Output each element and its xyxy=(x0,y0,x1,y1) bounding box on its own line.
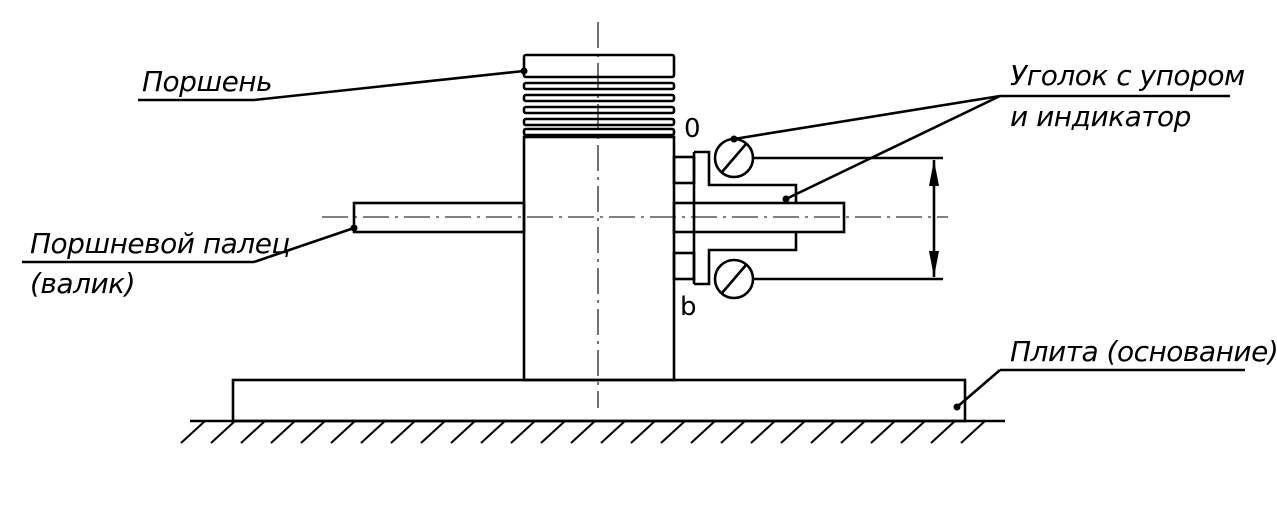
hatch-stroke xyxy=(720,420,746,444)
angle-bracket xyxy=(672,150,798,286)
lower-dial-indicator-icon xyxy=(713,258,755,300)
piston-skirt xyxy=(522,135,676,382)
hatch-stroke xyxy=(480,420,506,444)
hatch-stroke xyxy=(600,420,626,444)
dimension-arrow-down xyxy=(929,251,939,277)
leader-piston xyxy=(138,67,528,102)
dimension-arrow-up xyxy=(929,160,939,186)
hatch-stroke xyxy=(870,420,896,444)
leader-plate xyxy=(953,368,1245,411)
dimension xyxy=(753,156,943,281)
piston xyxy=(522,53,676,382)
hatch-stroke xyxy=(240,420,266,444)
leader-angle-indicator xyxy=(730,94,1230,203)
hatch-stroke xyxy=(930,420,956,444)
hatch-stroke xyxy=(750,420,776,444)
hatch-stroke xyxy=(360,420,386,444)
hatch-stroke xyxy=(390,420,416,444)
hatch-stroke xyxy=(690,420,716,444)
hatch-stroke xyxy=(900,420,926,444)
hatch-stroke xyxy=(540,420,566,444)
label-pin-line1: Поршневой палец xyxy=(30,227,290,260)
piston-crown xyxy=(522,53,676,79)
hatch-stroke xyxy=(810,420,836,444)
upper-stop xyxy=(672,155,696,185)
mark-top: 0 xyxy=(684,114,701,144)
label-plate: Плита (основание) xyxy=(1010,335,1277,368)
hatch-stroke xyxy=(180,420,206,444)
piston-pin xyxy=(352,201,846,234)
label-angle-line1: Уголок с упором xyxy=(1010,59,1245,92)
piston-pin-right xyxy=(672,201,846,234)
hatch-stroke xyxy=(660,420,686,444)
upper-dial-indicator-icon xyxy=(713,137,755,179)
label-angle-line2: и индикатор xyxy=(1010,100,1191,133)
hatch-stroke xyxy=(270,420,296,444)
label-piston: Поршень xyxy=(142,65,272,98)
hatch-stroke xyxy=(630,420,656,444)
mark-bottom: b xyxy=(680,292,697,322)
hatch-stroke xyxy=(330,420,356,444)
hatch-stroke xyxy=(210,420,236,444)
hatch-stroke xyxy=(780,420,806,444)
hatch-stroke xyxy=(300,420,326,444)
hatch-stroke xyxy=(960,420,986,444)
label-pin-line2: (валик) xyxy=(30,267,135,300)
leader-piston-pin xyxy=(22,224,358,264)
piston-pin-left xyxy=(352,201,526,234)
base-plate xyxy=(231,378,967,423)
piston-rings xyxy=(522,81,676,137)
hatch-stroke xyxy=(420,420,446,444)
lower-stop xyxy=(672,251,696,281)
hatch-stroke xyxy=(570,420,596,444)
hatch-stroke xyxy=(510,420,536,444)
lower-bracket-arm xyxy=(694,232,798,286)
ground-hatching xyxy=(180,419,1005,444)
hatch-stroke xyxy=(840,420,866,444)
hatch-stroke xyxy=(450,420,476,444)
upper-bracket-arm xyxy=(694,150,798,203)
